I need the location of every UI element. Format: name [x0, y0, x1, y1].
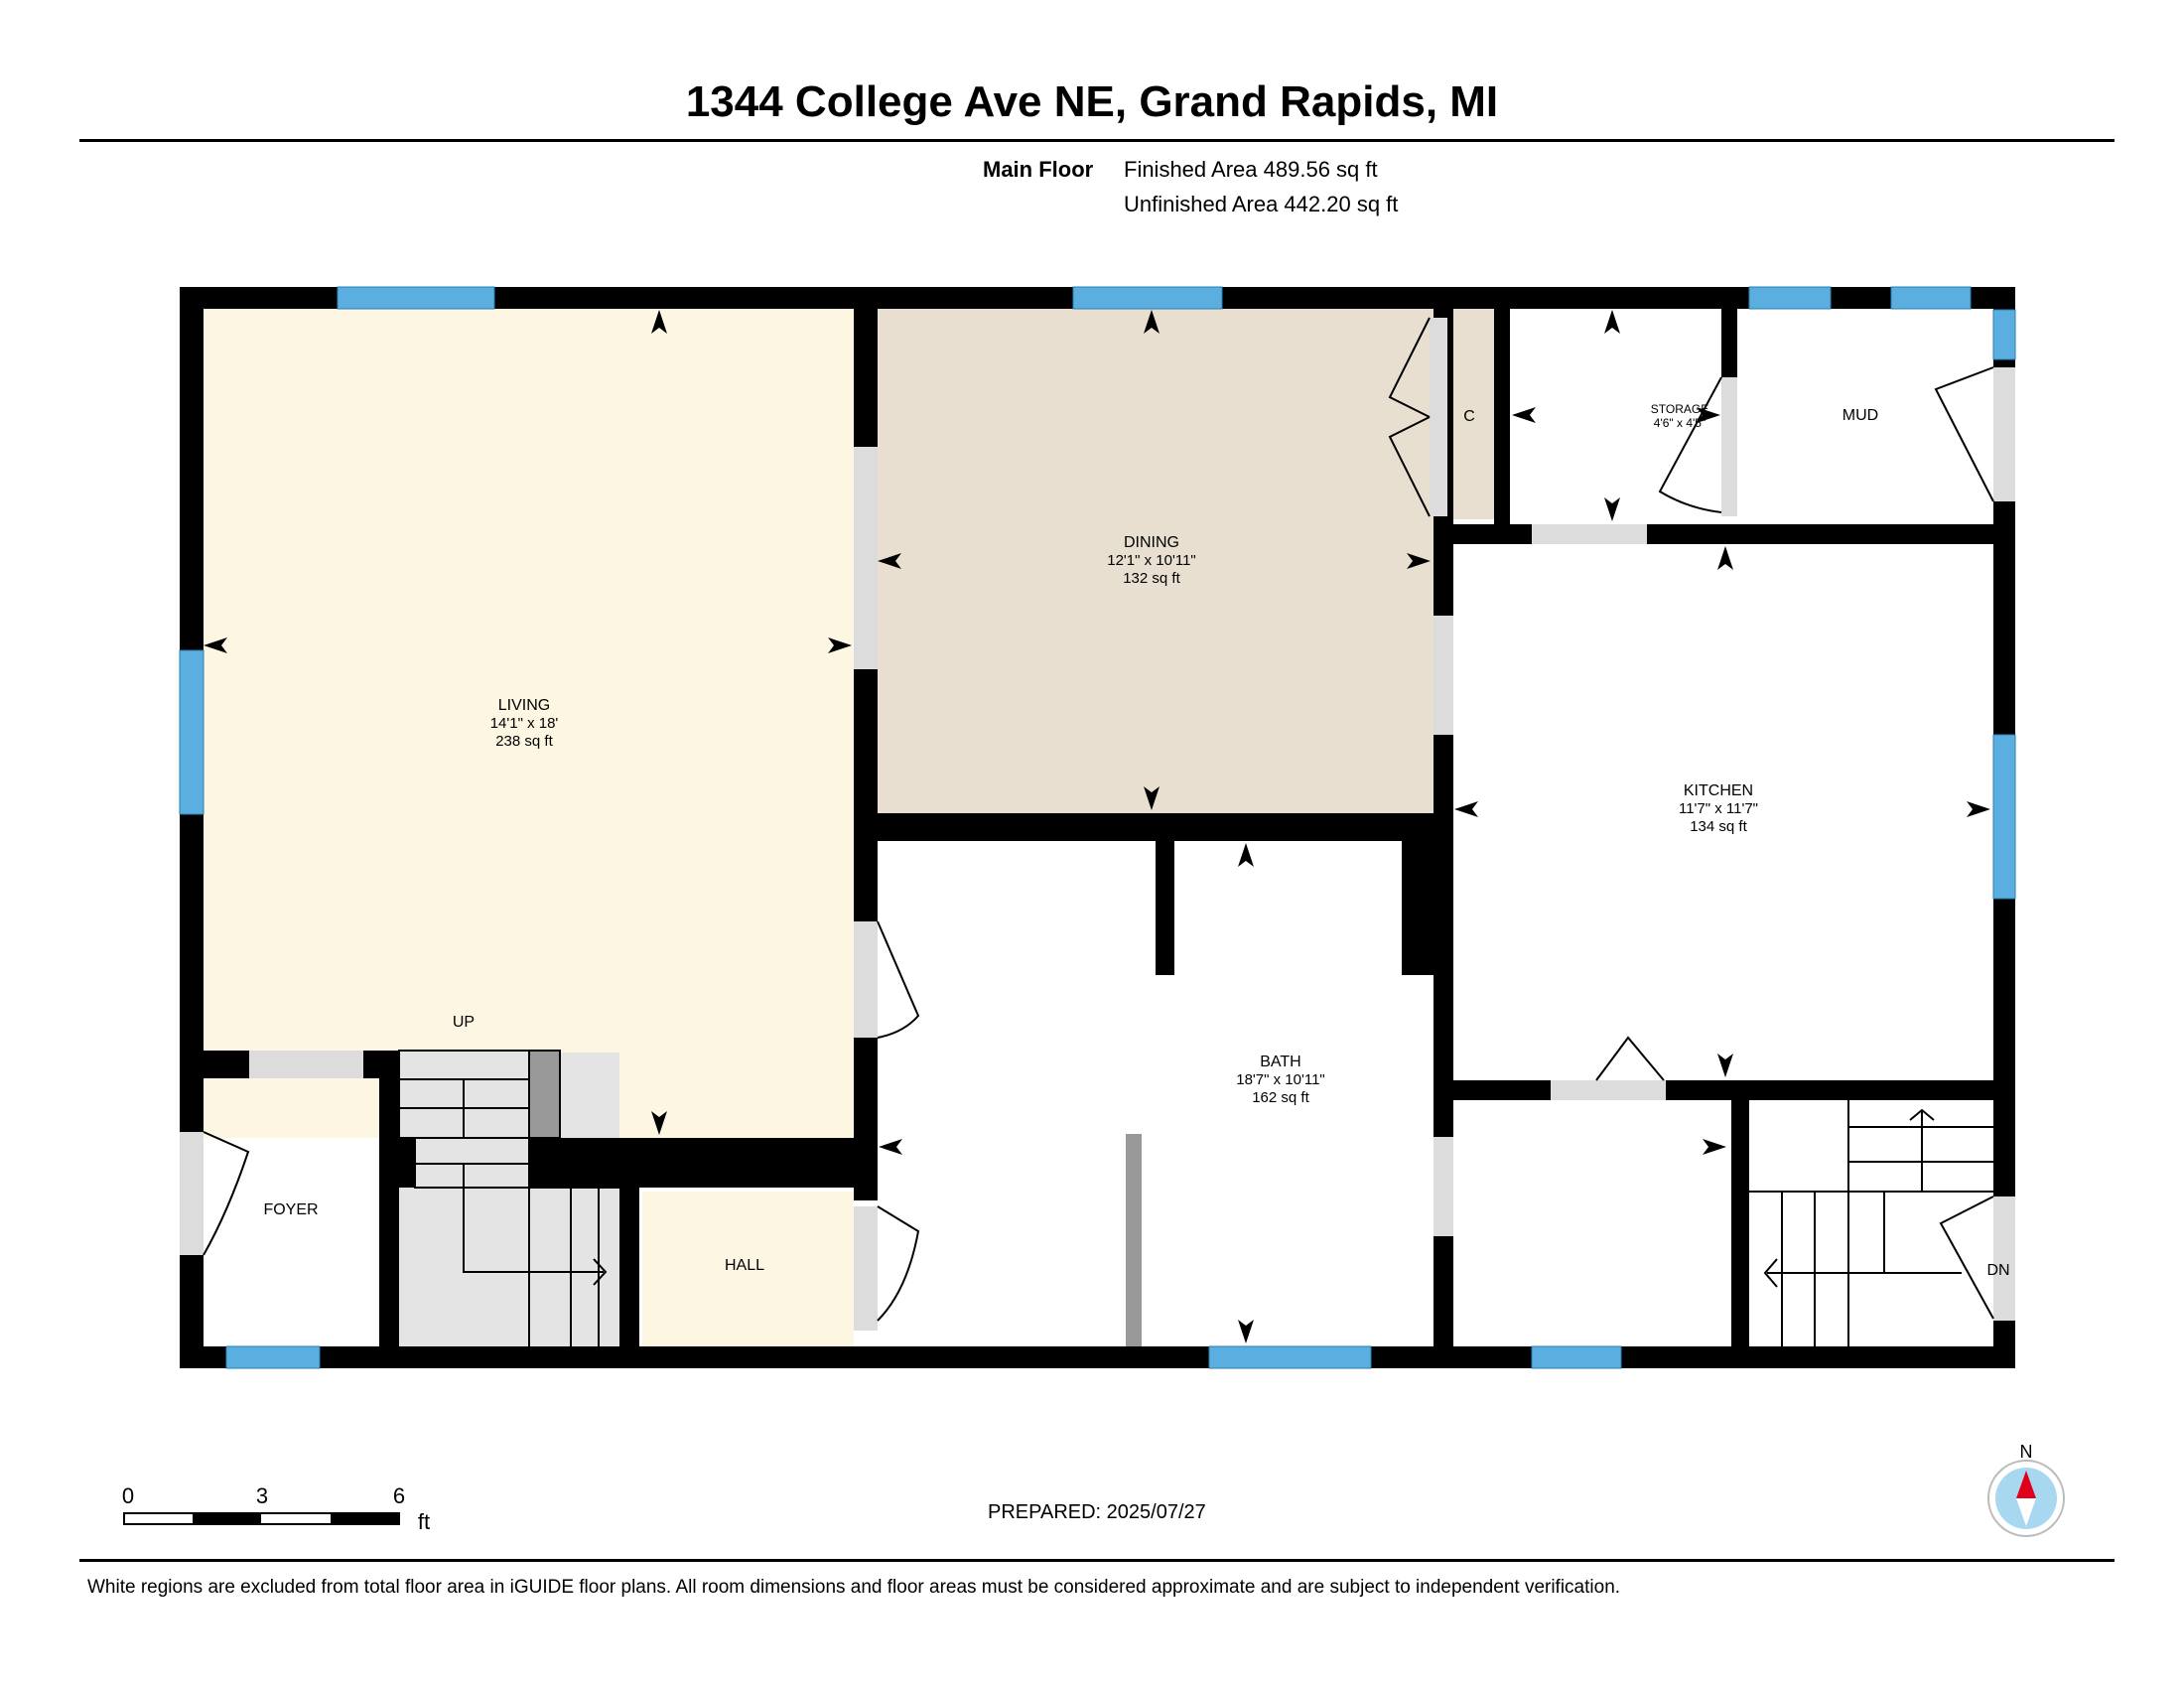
doors	[203, 317, 1994, 1322]
room-labels: LIVING 14'1" x 18' 238 sq ft DINING 12'1…	[263, 402, 2009, 1279]
closet-fill	[1452, 308, 1494, 519]
living-area: 238 sq ft	[495, 733, 553, 750]
scale-tick-3: 3	[256, 1483, 268, 1508]
scale-unit: ft	[418, 1509, 430, 1534]
dining-dims: 12'1" x 10'11"	[1107, 552, 1196, 569]
compass-arrow-icon	[2016, 1471, 2036, 1498]
scale-tick-0: 0	[122, 1483, 134, 1508]
living-room-fill	[204, 308, 854, 1138]
scale-bar: 0 3 6 ft	[122, 1483, 430, 1534]
hall-fill	[642, 1192, 854, 1348]
finished-area: Finished Area 489.56 sq ft	[1124, 157, 1378, 182]
bath-dims: 18'7" x 10'11"	[1236, 1071, 1325, 1088]
dining-area: 132 sq ft	[1123, 570, 1180, 587]
dining-room-fill	[878, 308, 1433, 813]
dining-name: DINING	[1124, 534, 1179, 551]
kitchen-dims: 11'7" x 11'7"	[1679, 800, 1758, 817]
storage-name: STORAGE	[1651, 402, 1708, 416]
living-dims: 14'1" x 18'	[490, 715, 559, 732]
scale-tick-6: 6	[393, 1483, 405, 1508]
compass-north-label: N	[2020, 1442, 2033, 1462]
hall-name: HALL	[725, 1257, 764, 1274]
storage-dims: 4'6" x 4'5"	[1654, 416, 1706, 430]
floor-name: Main Floor	[983, 157, 1094, 182]
kitchen-area: 134 sq ft	[1690, 818, 1747, 835]
living-name: LIVING	[498, 697, 550, 714]
page-title: 1344 College Ave NE, Grand Rapids, MI	[685, 77, 1499, 126]
stairs-up	[398, 1050, 619, 1348]
bath-name: BATH	[1260, 1054, 1300, 1070]
windows	[179, 286, 2016, 1369]
footer-rule	[79, 1559, 2115, 1562]
bath-wall-stub	[1402, 841, 1433, 975]
bath-glass-partition	[1126, 1134, 1142, 1346]
bath-partition	[1158, 841, 1173, 972]
footer-disclaimer: White regions are excluded from total fl…	[87, 1577, 1621, 1598]
closet-name: C	[1463, 408, 1475, 425]
header-rule	[79, 139, 2115, 142]
prepared-date: PREPARED: 2025/07/27	[988, 1501, 1206, 1523]
stairs-down	[1749, 1100, 1993, 1346]
bath-area: 162 sq ft	[1252, 1089, 1309, 1106]
mud-name: MUD	[1843, 407, 1878, 424]
stairs-up-label: UP	[453, 1014, 475, 1031]
unfinished-area: Unfinished Area 442.20 sq ft	[1124, 192, 1399, 216]
kitchen-name: KITCHEN	[1684, 782, 1753, 799]
compass: N	[1987, 1442, 2065, 1537]
foyer-name: FOYER	[263, 1201, 318, 1218]
stairs-down-label: DN	[1986, 1262, 2009, 1279]
openings	[180, 318, 2015, 1331]
